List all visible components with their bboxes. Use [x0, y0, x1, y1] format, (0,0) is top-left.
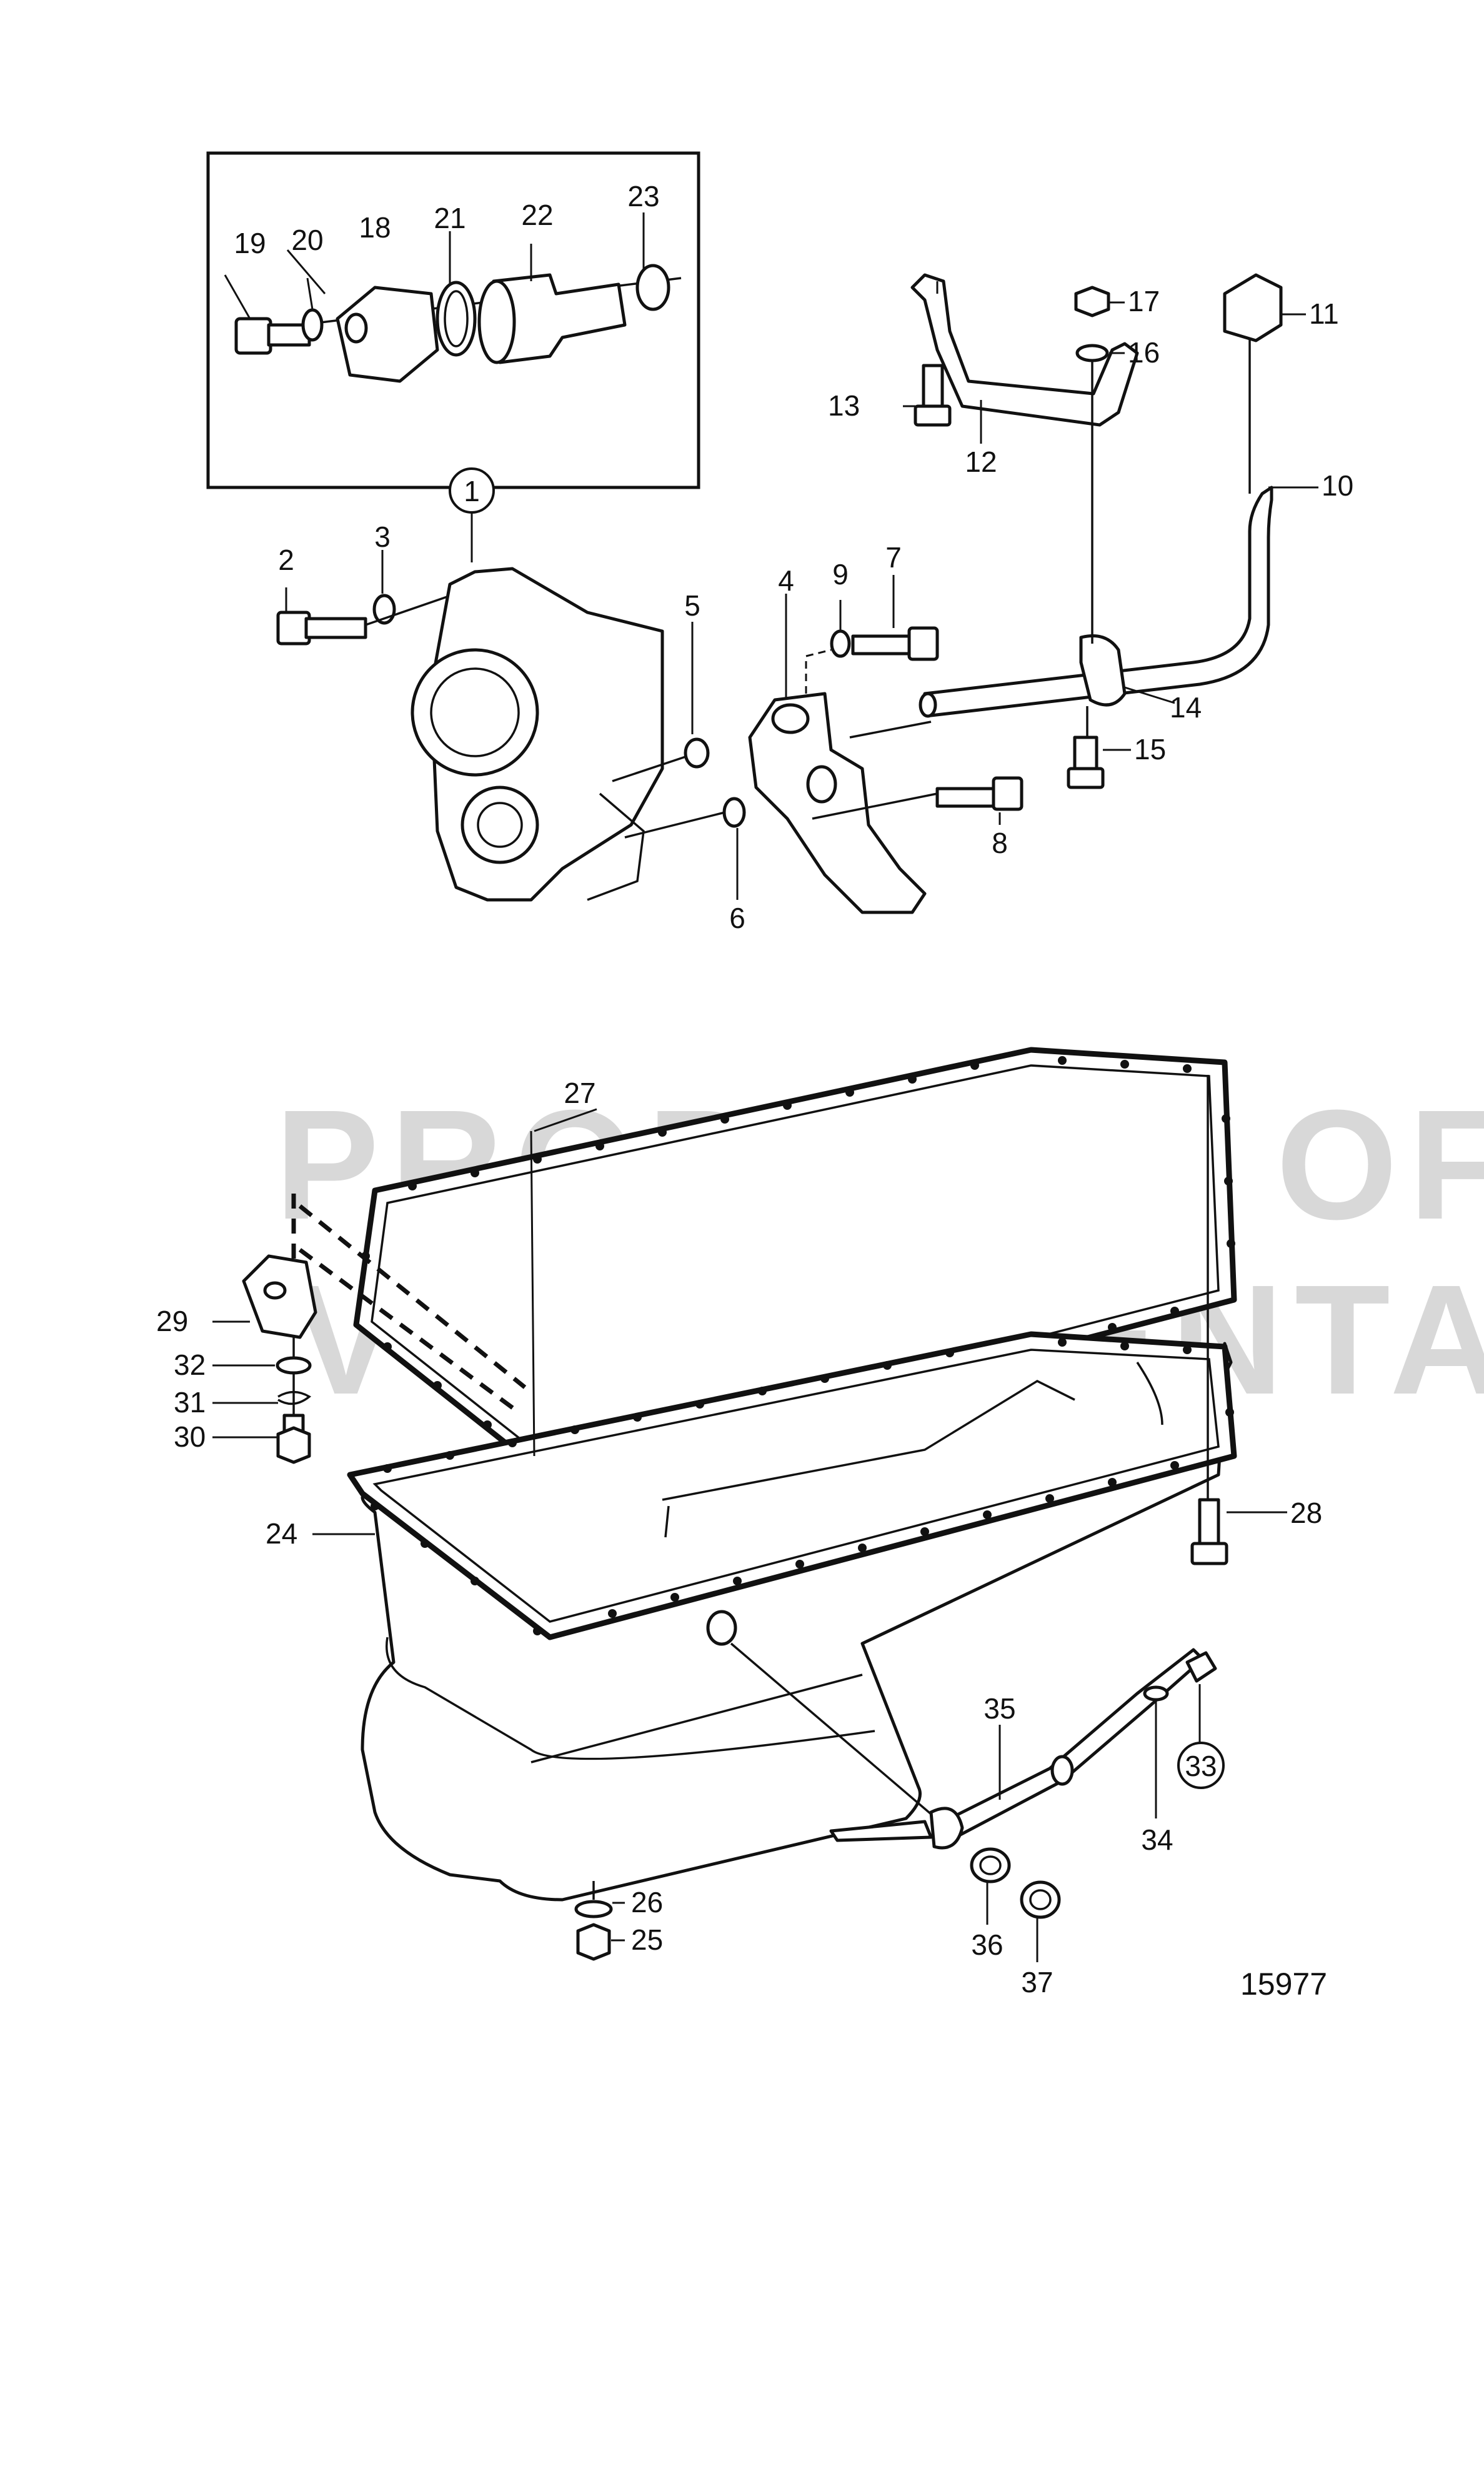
drain-plug [576, 1923, 611, 1961]
callout-5: 5 [684, 589, 700, 622]
callout-25: 25 [631, 1923, 663, 1956]
cover-bolt [276, 1426, 311, 1464]
support-bracket [910, 273, 1139, 427]
pan-flange-holes [371, 1338, 1234, 1635]
dipstick-group [730, 1642, 1217, 1919]
callout-24: 24 [266, 1517, 297, 1550]
callout-2: 2 [278, 544, 294, 576]
inset-small-o-ring [635, 264, 670, 311]
nut-17 [1074, 286, 1110, 317]
washer-16 [1075, 344, 1109, 362]
callout-13: 13 [828, 389, 860, 422]
inset-bolt [234, 317, 311, 355]
callout-32: 32 [174, 1349, 206, 1381]
washer-9 [830, 629, 851, 658]
bolt-28 [1198, 1498, 1220, 1549]
dipstick-handle [1185, 1651, 1217, 1683]
callout-21: 21 [434, 202, 466, 234]
seal-37 [1020, 1880, 1061, 1919]
oil-pan [347, 1075, 1237, 1961]
callout-14: 14 [1170, 691, 1202, 724]
pipe-clamp [1079, 634, 1127, 707]
pipe-nut [1223, 273, 1283, 342]
seal-36 [970, 1847, 1011, 1883]
callout-20: 20 [291, 224, 323, 256]
callout-8: 8 [992, 827, 1008, 859]
suction-pipe [923, 486, 1273, 717]
callout-15: 15 [1134, 733, 1166, 766]
callout-37: 37 [1021, 1966, 1053, 1998]
bolt-13 [922, 364, 944, 411]
callout-labels: 1 2 3 4 5 6 7 8 9 10 11 12 13 14 15 16 1… [156, 180, 1353, 2002]
bolt-7 [851, 634, 914, 656]
callout-3: 3 [374, 521, 391, 553]
seal-ring-6 [722, 797, 746, 828]
dipstick-tube [935, 1648, 1205, 1842]
callout-10: 10 [1322, 469, 1353, 502]
dipstick-blade [829, 1820, 933, 1842]
figure-number: 15977 [1240, 1967, 1327, 2002]
leader-lines [212, 212, 1318, 1962]
callout-29: 29 [156, 1305, 188, 1337]
callout-11: 11 [1309, 297, 1339, 330]
callout-36: 36 [971, 1928, 1003, 1961]
callout-4: 4 [778, 564, 794, 597]
callout-28: 28 [1290, 1497, 1322, 1529]
callout-18: 18 [359, 211, 391, 244]
oil-pump-group [276, 273, 1283, 914]
dipstick-seal [1143, 1685, 1169, 1702]
bolt-8 [935, 787, 998, 808]
inset-cover [336, 286, 439, 383]
callout-1: 1 [464, 475, 480, 507]
callout-26: 26 [631, 1886, 663, 1918]
pump-gear-small [461, 786, 539, 864]
callout-6: 6 [729, 902, 745, 934]
callout-16: 16 [1128, 336, 1160, 369]
callout-27: 27 [564, 1077, 595, 1109]
cover-washer [276, 1356, 312, 1375]
inset-o-ring [436, 281, 477, 357]
callout-23: 23 [627, 180, 659, 212]
callout-30: 30 [174, 1420, 206, 1453]
callout-33: 33 [1185, 1750, 1217, 1782]
inset-valve [492, 273, 627, 364]
inset-washer [301, 308, 324, 342]
callout-7: 7 [885, 541, 902, 574]
callout-circle-33 [1177, 1742, 1225, 1789]
lock-washer [277, 1390, 312, 1405]
callout-9: 9 [832, 558, 849, 591]
callout-19: 19 [234, 227, 266, 259]
callout-34: 34 [1141, 1823, 1173, 1856]
callout-circle-1 [449, 467, 495, 514]
callout-22: 22 [521, 199, 553, 231]
callout-12: 12 [965, 446, 997, 478]
callout-31: 31 [174, 1386, 206, 1419]
drain-washer [574, 1900, 613, 1918]
cover-plate-group [242, 1194, 527, 1464]
callout-35: 35 [984, 1692, 1015, 1725]
callout-17: 17 [1128, 285, 1160, 317]
oil-pickup [748, 692, 927, 914]
inset-relief-valve [206, 151, 700, 489]
seal-ring-5 [684, 737, 710, 769]
